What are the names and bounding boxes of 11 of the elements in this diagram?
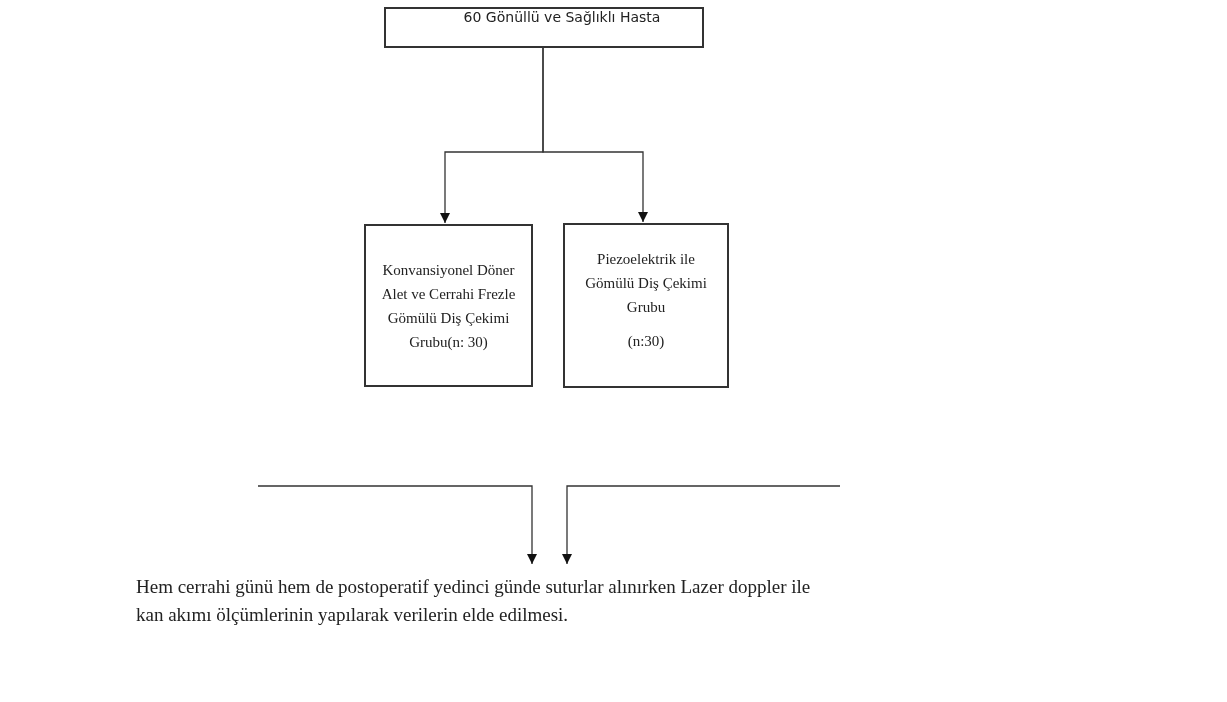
arrow [257,485,537,565]
process-box [364,224,533,387]
arrow [562,485,841,565]
arrow [542,47,648,223]
note-text: Hem cerrahi günü hem de postoperatif yedinci günde suturlar alınırken Lazer doppler ile kan akımı ölçümlerinin yapılarak verilerin elde edilmesi. [136,575,812,627]
box-text: 60 Gönüllü ve Sağlıklı Hasta [463,9,661,25]
count-text: (n:30) [627,332,665,351]
box-text: Piezoelektrik ile Gömülü Diş Çekimi Grubu [584,250,708,317]
process-box [563,223,729,388]
process-box [384,7,704,48]
box-text: Konvansiyonel Döner Alet ve Cerrahi Frezle Gömülü Diş Çekimi Grubu(n: 30) [380,260,517,352]
